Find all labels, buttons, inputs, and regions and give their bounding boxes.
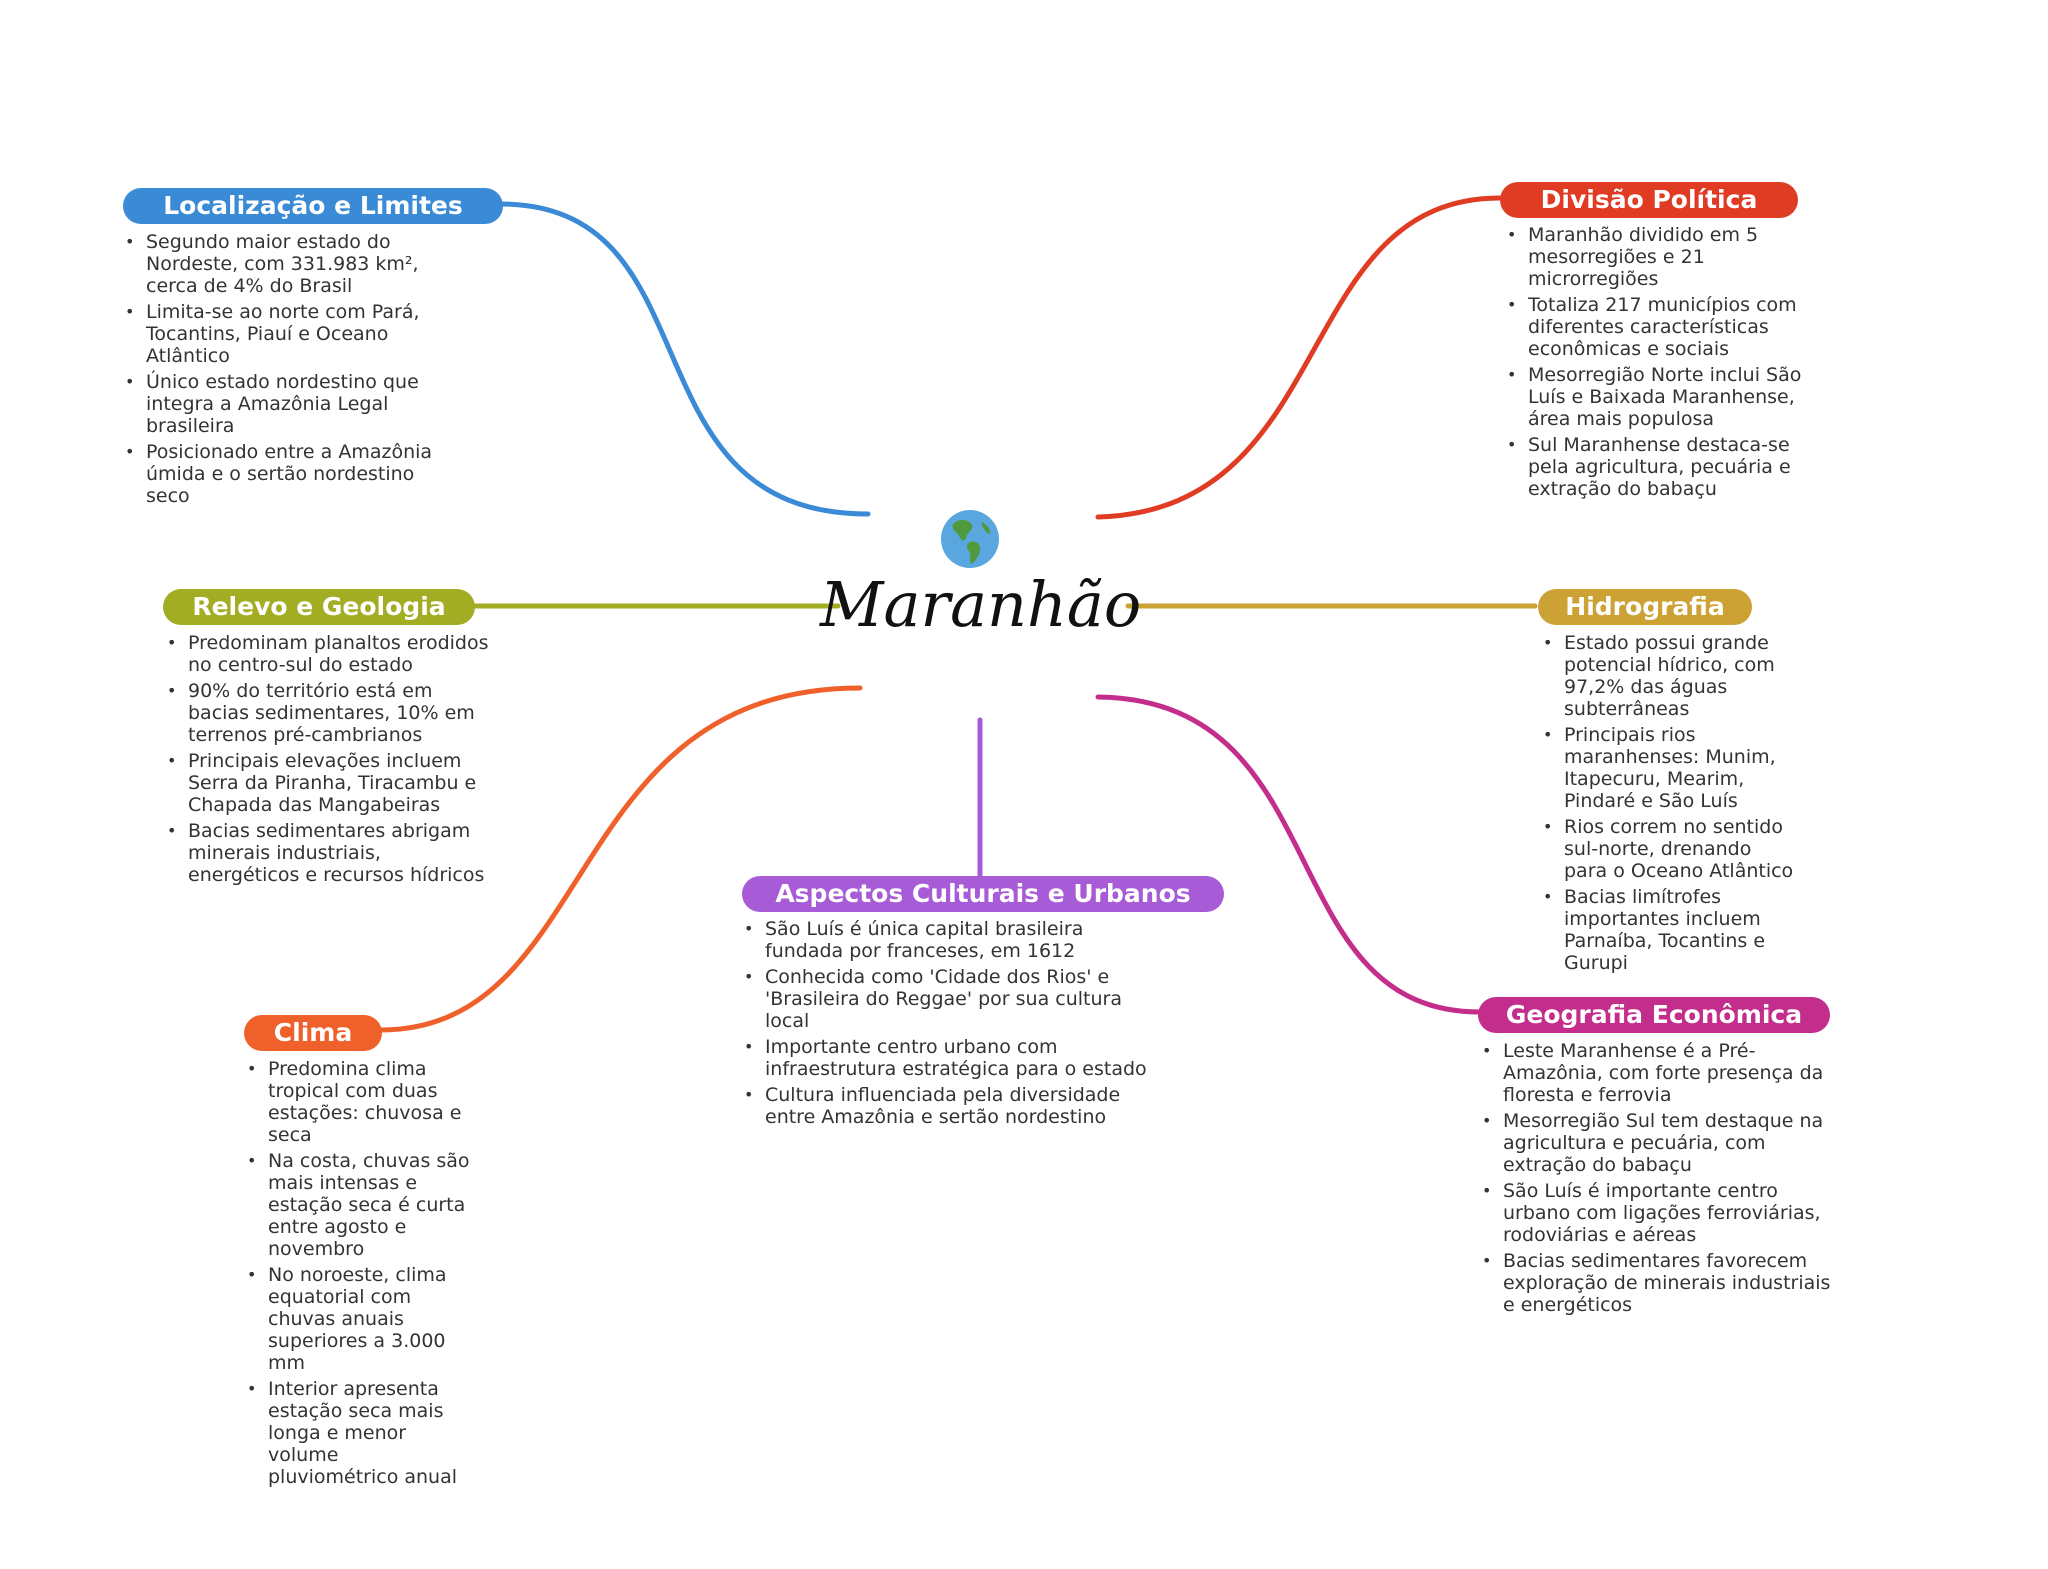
list-item: Totaliza 217 municípios com diferentes c… (1504, 294, 1824, 360)
connector-localizacao (497, 201, 871, 517)
connector-economia (1095, 694, 1483, 1015)
topic-economia-list: Leste Maranhense é a Pré-Amazônia, com f… (1479, 1040, 1839, 1320)
topic-hidrografia-label[interactable]: Hidrografia (1538, 589, 1752, 625)
list-item: Limita-se ao norte com Pará, Tocantins, … (122, 301, 462, 367)
topic-localizacao-label[interactable]: Localização e Limites (123, 188, 503, 224)
list-item: Conhecida como 'Cidade dos Rios' e 'Bras… (741, 966, 1161, 1032)
connector-clima (377, 685, 863, 1033)
central-topic-title: Maranhão (820, 568, 1142, 641)
list-item: Mesorregião Sul tem destaque na agricult… (1479, 1110, 1839, 1176)
list-item: São Luís é importante centro urbano com … (1479, 1180, 1839, 1246)
list-item: Posicionado entre a Amazônia úmida e o s… (122, 441, 462, 507)
list-item: Bacias sedimentares favorecem exploração… (1479, 1250, 1839, 1316)
list-item: Segundo maior estado do Nordeste, com 33… (122, 231, 462, 297)
topic-clima-label[interactable]: Clima (244, 1015, 382, 1051)
list-item: Cultura influenciada pela diversidade en… (741, 1084, 1161, 1128)
list-item: Na costa, chuvas são mais intensas e est… (244, 1150, 474, 1260)
list-item: Sul Maranhense destaca-se pela agricultu… (1504, 434, 1824, 500)
topic-economia-label[interactable]: Geografia Econômica (1478, 997, 1830, 1033)
topic-cultura-label[interactable]: Aspectos Culturais e Urbanos (742, 876, 1224, 912)
topic-cultura-list: São Luís é única capital brasileira fund… (741, 918, 1161, 1132)
list-item: Predominam planaltos erodidos no centro-… (164, 632, 494, 676)
list-item: Leste Maranhense é a Pré-Amazônia, com f… (1479, 1040, 1839, 1106)
list-item: Bacias limítrofes importantes incluem Pa… (1540, 886, 1800, 974)
list-item: Importante centro urbano com infraestrut… (741, 1036, 1161, 1080)
list-item: Bacias sedimentares abrigam minerais ind… (164, 820, 494, 886)
connector-divisao (1095, 195, 1503, 520)
list-item: São Luís é única capital brasileira fund… (741, 918, 1161, 962)
globe-icon (941, 510, 999, 568)
topic-relevo-label[interactable]: Relevo e Geologia (163, 589, 475, 625)
list-item: Estado possui grande potencial hídrico, … (1540, 632, 1800, 720)
topic-localizacao-list: Segundo maior estado do Nordeste, com 33… (122, 231, 462, 511)
list-item: No noroeste, clima equatorial com chuvas… (244, 1264, 474, 1374)
topic-divisao-list: Maranhão dividido em 5 mesorregiões e 21… (1504, 224, 1824, 504)
list-item: Predomina clima tropical com duas estaçõ… (244, 1058, 474, 1146)
list-item: Rios correm no sentido sul-norte, drenan… (1540, 816, 1800, 882)
topic-hidrografia-list: Estado possui grande potencial hídrico, … (1540, 632, 1800, 978)
list-item: Principais elevações incluem Serra da Pi… (164, 750, 494, 816)
topic-relevo-list: Predominam planaltos erodidos no centro-… (164, 632, 494, 890)
list-item: Interior apresenta estação seca mais lon… (244, 1378, 474, 1488)
list-item: 90% do território está em bacias sedimen… (164, 680, 494, 746)
list-item: Único estado nordestino que integra a Am… (122, 371, 462, 437)
list-item: Mesorregião Norte inclui São Luís e Baix… (1504, 364, 1824, 430)
topic-divisao-label[interactable]: Divisão Política (1500, 182, 1798, 218)
list-item: Principais rios maranhenses: Munim, Itap… (1540, 724, 1800, 812)
list-item: Maranhão dividido em 5 mesorregiões e 21… (1504, 224, 1824, 290)
topic-clima-list: Predomina clima tropical com duas estaçõ… (244, 1058, 474, 1492)
